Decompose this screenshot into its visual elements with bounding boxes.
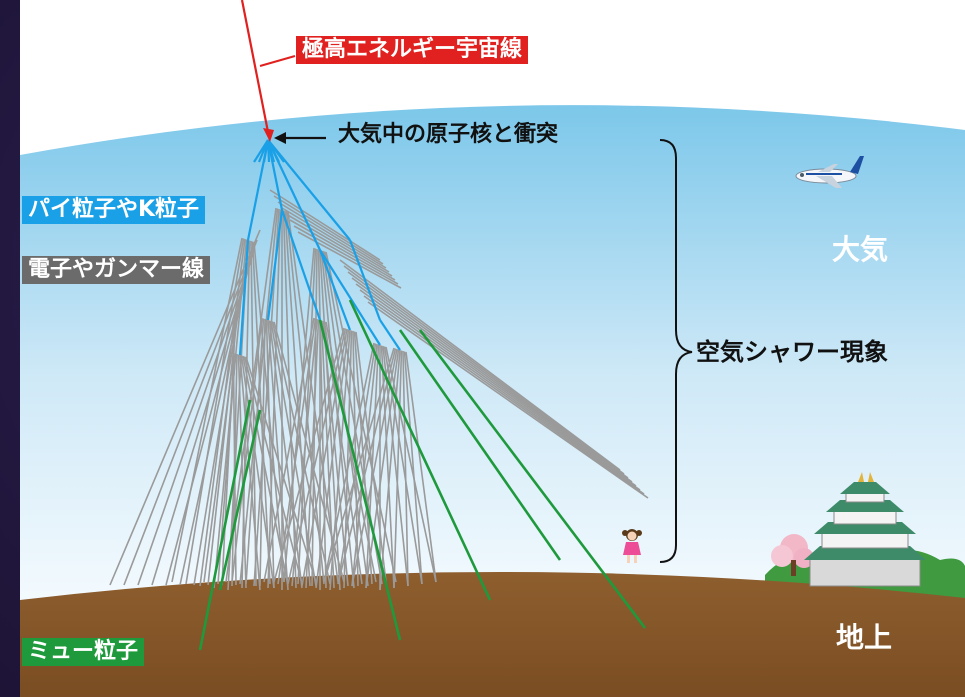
electron-track xyxy=(240,355,275,589)
electron-track xyxy=(289,219,396,281)
diagram-canvas xyxy=(20,0,965,697)
muon-track xyxy=(218,409,262,591)
electron-track xyxy=(351,277,633,483)
electron-track xyxy=(267,319,289,591)
electron-track xyxy=(347,271,629,479)
electron-track xyxy=(123,239,258,586)
pion-track xyxy=(318,249,352,331)
electron-track xyxy=(329,329,351,591)
cosmic-ray-arrow xyxy=(240,0,270,133)
castle-illustration xyxy=(804,472,926,587)
electron-track xyxy=(317,249,327,589)
cosmic-ray-label-connector xyxy=(259,55,296,67)
electron-track xyxy=(268,320,303,589)
electron-track xyxy=(285,213,393,277)
electron-track xyxy=(251,241,271,585)
electron-track xyxy=(270,320,317,587)
pion-track xyxy=(379,319,401,351)
electron-track xyxy=(109,229,261,586)
pion-track xyxy=(267,139,285,163)
electron-track xyxy=(287,211,339,583)
electron-track xyxy=(237,354,247,589)
pion-track xyxy=(267,139,351,241)
electron-track xyxy=(245,356,317,583)
electron-track xyxy=(319,249,341,591)
electron-track xyxy=(337,348,397,585)
atmosphere-sky xyxy=(20,105,965,600)
electron-track xyxy=(245,318,265,585)
girl-illustration xyxy=(622,529,642,563)
cherry-tree-illustration xyxy=(771,534,814,576)
muon-track xyxy=(318,319,402,641)
electron-track xyxy=(271,321,331,585)
air-shower-diagram: 極高エネルギー宇宙線 大気中の原子核と衝突 パイ粒子やK粒子 電子やガンマー線 … xyxy=(20,0,965,697)
electron-track xyxy=(273,195,384,265)
pion-track xyxy=(238,239,250,356)
electron-track xyxy=(273,321,345,583)
electron-track xyxy=(242,355,289,587)
electron-track xyxy=(151,259,252,586)
electron-gamma-tracks xyxy=(109,189,649,591)
electron-track xyxy=(325,321,377,583)
muon-track xyxy=(348,299,492,601)
electron-track xyxy=(285,211,325,585)
cosmic-ray-arrowhead xyxy=(263,128,274,142)
electron-track xyxy=(385,346,437,583)
electron-track xyxy=(232,319,237,586)
electron-track xyxy=(339,259,621,471)
electron-track xyxy=(185,238,245,585)
muon-track xyxy=(198,399,252,651)
airplane-illustration xyxy=(795,156,864,188)
electron-track xyxy=(165,269,249,586)
cosmic-ray-label: 極高エネルギー宇宙線 xyxy=(296,36,529,64)
collision-label: 大気中の原子核と衝突 xyxy=(338,122,559,147)
electron-track xyxy=(259,318,266,587)
pion-kaon-label: パイ粒子やK粒子 xyxy=(22,196,206,224)
electron-track xyxy=(231,317,263,583)
ground-label: 地上 xyxy=(836,621,893,654)
electron-track xyxy=(393,350,403,589)
air-shower-brace xyxy=(659,139,693,563)
electron-track xyxy=(322,320,349,587)
electron-track xyxy=(402,350,409,587)
electron-track xyxy=(269,189,381,261)
pion-track xyxy=(319,249,381,346)
pion-track xyxy=(266,209,284,321)
muon-label: ミュー粒子 xyxy=(22,638,145,666)
electron-track xyxy=(239,354,261,591)
electron-track xyxy=(351,348,398,587)
electron-track xyxy=(323,347,395,583)
electron-track xyxy=(281,207,390,273)
pion-track xyxy=(348,239,382,321)
ground-surface xyxy=(20,571,965,697)
electron-track xyxy=(277,201,387,269)
electron-track xyxy=(171,237,243,583)
pion-kaon-tracks xyxy=(238,139,401,356)
electron-track xyxy=(363,295,645,495)
pion-track xyxy=(280,209,322,321)
electron-track xyxy=(355,331,387,583)
electron-track xyxy=(403,351,423,585)
electron-track xyxy=(265,319,275,589)
electron-track xyxy=(343,330,353,589)
electron-track xyxy=(379,349,401,591)
electron-track xyxy=(343,265,625,475)
electron-track xyxy=(365,344,380,589)
air-shower-label: 空気シャワー現象 xyxy=(696,338,888,366)
electron-track xyxy=(367,301,649,499)
electron-track xyxy=(405,351,437,583)
electron-track xyxy=(355,283,637,487)
electron-track xyxy=(320,320,335,589)
electron-track xyxy=(380,345,395,589)
muon-track xyxy=(398,329,562,561)
atmosphere-label: 大気 xyxy=(832,233,889,266)
muon-track xyxy=(418,329,647,629)
electron-track xyxy=(137,249,255,586)
muon-tracks xyxy=(198,299,647,651)
electron-track xyxy=(293,225,399,285)
collision-arrowhead xyxy=(274,132,286,144)
electron-track xyxy=(359,289,641,491)
electron-gamma-label: 電子やガンマー線 xyxy=(22,256,211,284)
